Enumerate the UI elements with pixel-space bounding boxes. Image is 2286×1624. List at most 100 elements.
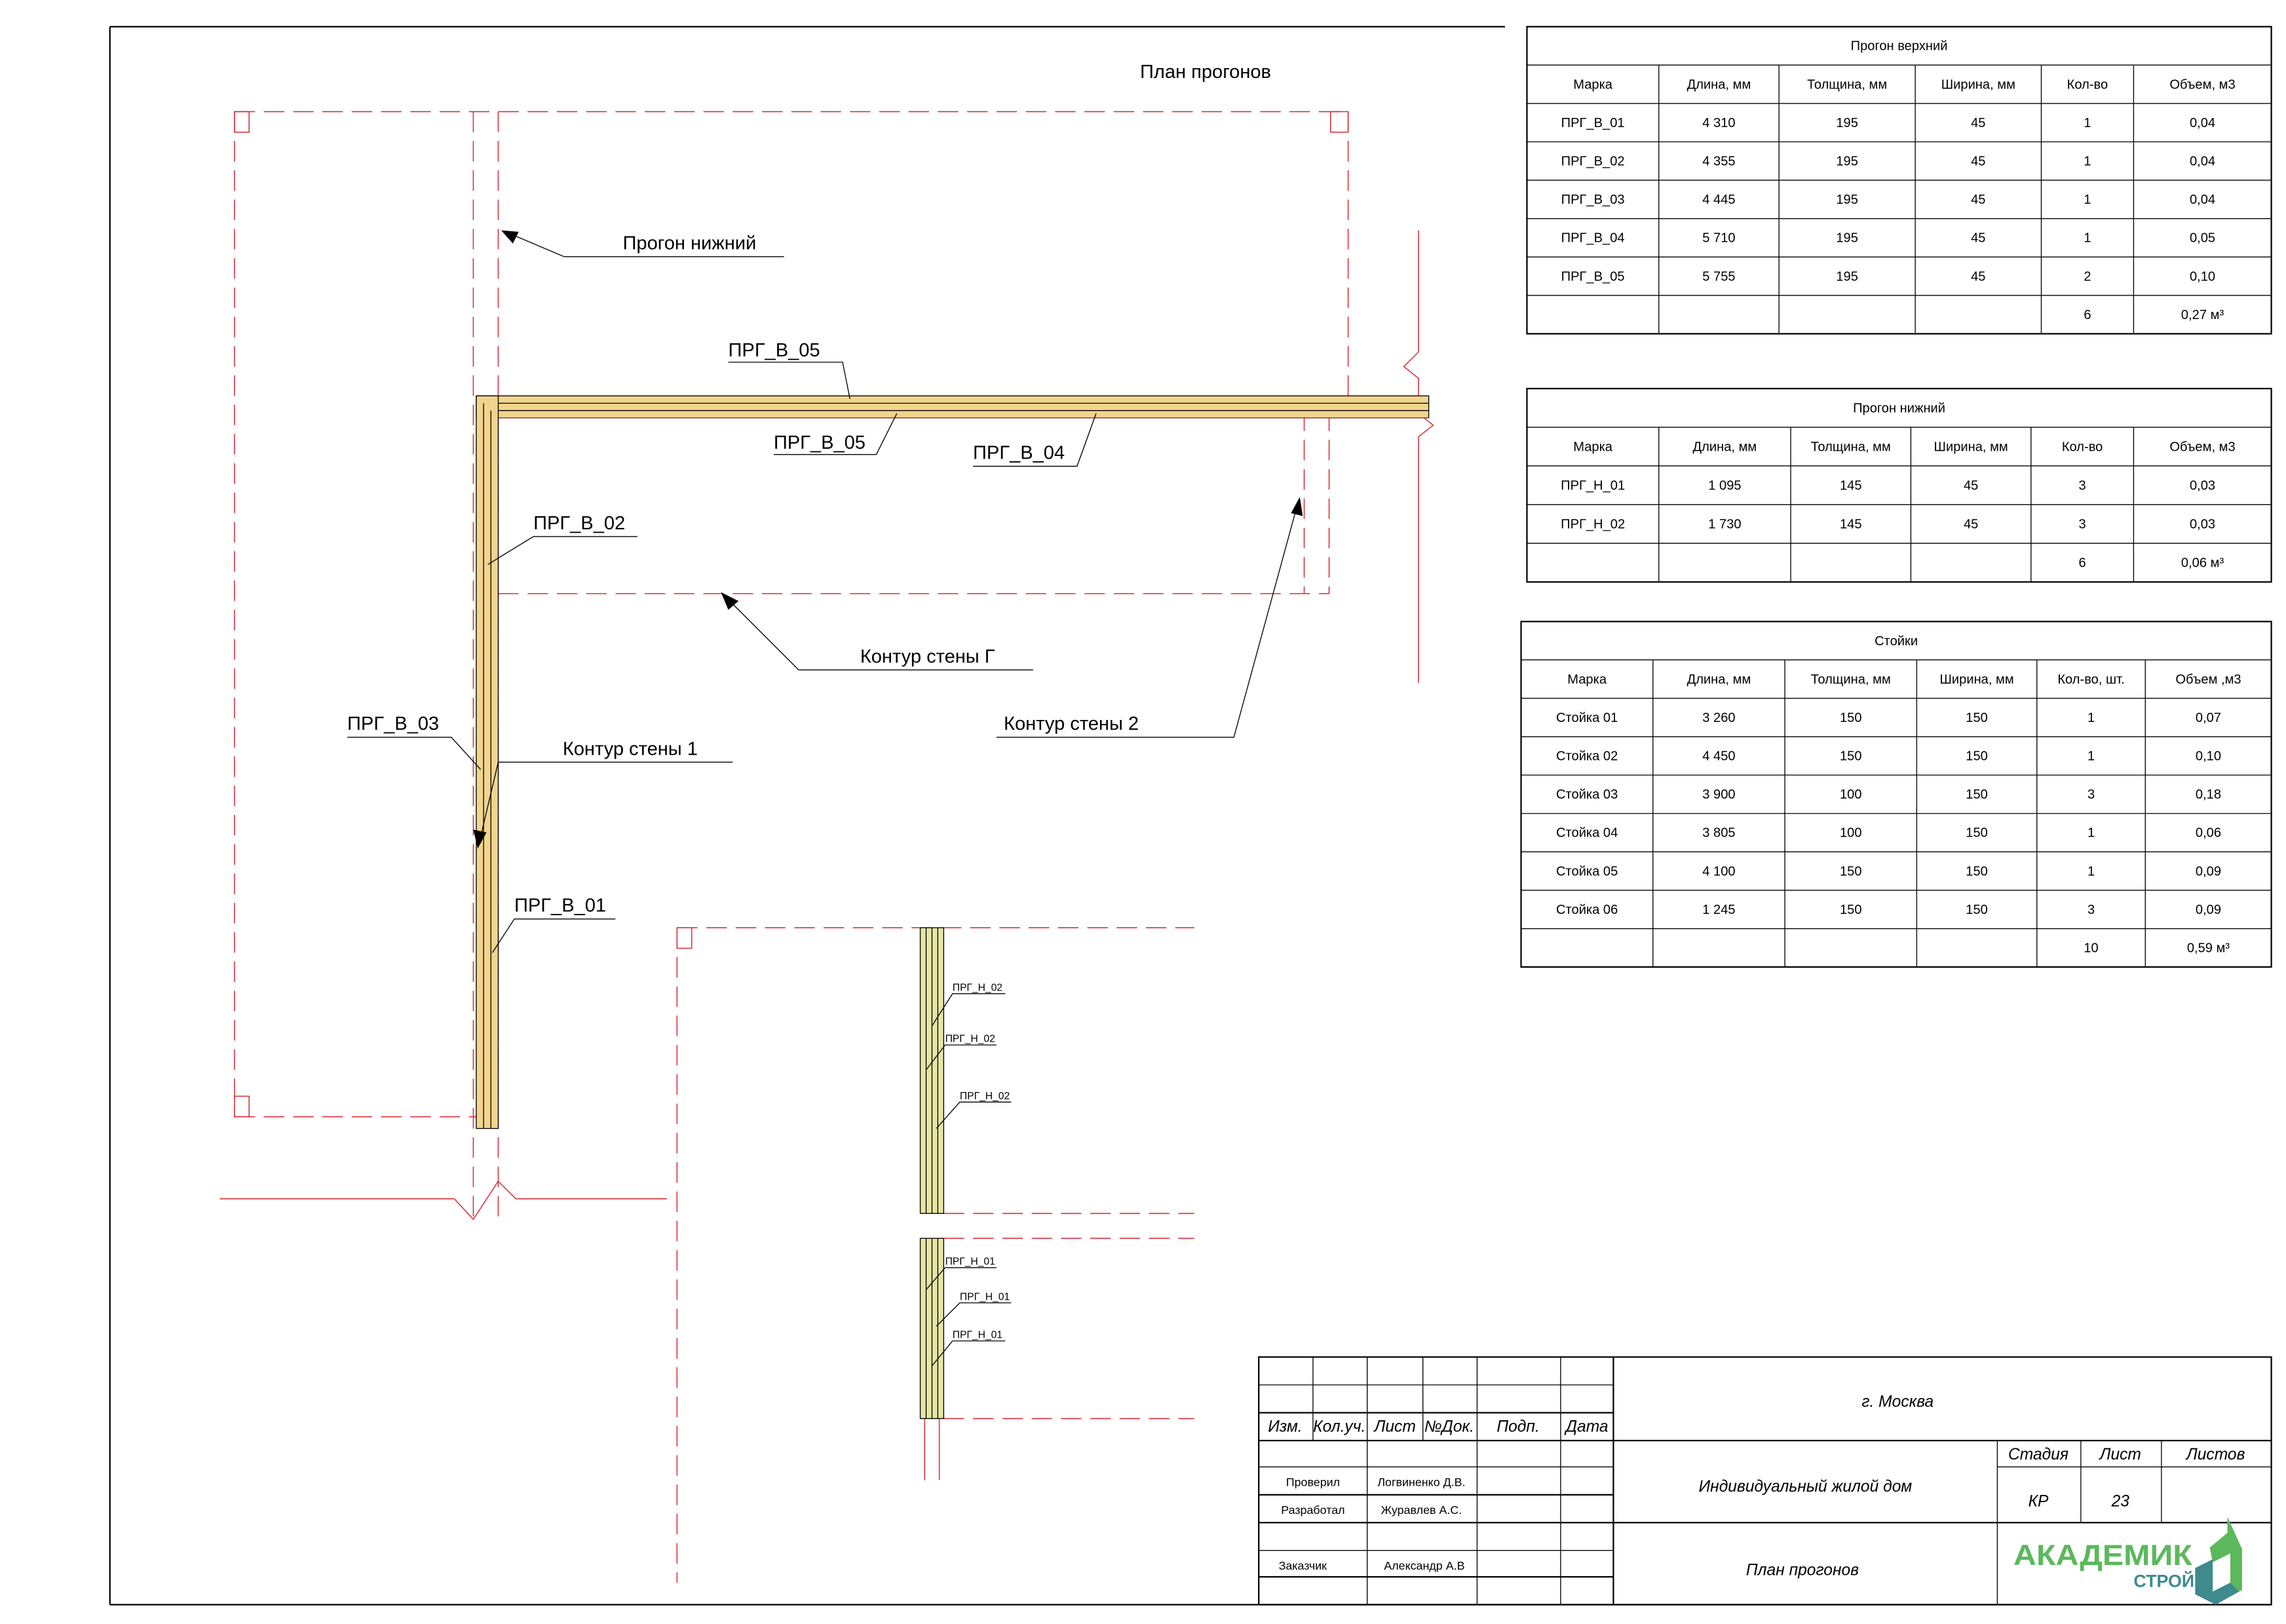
column-header: Объем ,м3: [2175, 672, 2241, 687]
table-cell: 0,05: [2190, 231, 2215, 246]
label-wall-1: Контур стены 1: [563, 738, 698, 759]
column-header: Ширина, мм: [1939, 672, 2013, 687]
column-header: Объем, м3: [2169, 77, 2235, 92]
customer-name: Александр А.В: [1384, 1559, 1464, 1572]
table-cell: 6: [2084, 308, 2091, 322]
upper-purlin-beams: [476, 395, 1430, 1129]
sheet-label: Лист: [2099, 1446, 2141, 1463]
table-cell: 150: [1966, 903, 1988, 917]
checked-label: Проверил: [1286, 1475, 1340, 1488]
table-cell: 1 095: [1708, 478, 1741, 493]
table-cell: 0,06 м³: [2181, 556, 2224, 571]
table-cell: 3 900: [1702, 787, 1735, 802]
table-cell: 195: [1836, 155, 1858, 169]
table-cell: 1: [2084, 193, 2091, 207]
table-cell: 0,10: [2190, 269, 2215, 284]
table-cell: 0,09: [2196, 903, 2221, 917]
table-cell: 1 245: [1702, 903, 1735, 917]
table-cell: 45: [1971, 193, 1985, 207]
header-date: Дата: [1564, 1418, 1609, 1436]
label-prg-v-05-bottom: ПРГ_В_05: [774, 432, 866, 453]
table-title: Стойки: [1875, 634, 1918, 649]
column-header: Длина, мм: [1687, 77, 1751, 92]
label-prg-n-01: ПРГ_Н_01: [953, 1329, 1002, 1340]
column-header: Ширина, мм: [1941, 77, 2015, 92]
header-kol-uch: Кол.уч.: [1313, 1418, 1365, 1436]
table-cell: 0,09: [2196, 864, 2221, 878]
table-cell: 4 310: [1702, 116, 1735, 130]
column-header: Толщина, мм: [1811, 440, 1891, 454]
table-cell: 150: [1966, 864, 1988, 878]
table-cell: Стойка 04: [1556, 826, 1618, 840]
column-header: Кол-во, шт.: [2057, 672, 2124, 687]
table-cell: 0,18: [2196, 787, 2221, 802]
table-cell: 3: [2079, 478, 2086, 493]
column-header: Ширина, мм: [1934, 440, 2008, 454]
company-logo: АКАДЕМИК СТРОЙ: [2013, 1517, 2242, 1605]
table-cell: 0,59 м³: [2187, 941, 2230, 956]
column-header: Длина, мм: [1693, 440, 1757, 454]
table-cell: 150: [1966, 711, 1988, 725]
table-cell: 100: [1840, 787, 1862, 802]
table-cell: 1: [2087, 711, 2095, 725]
table-cell: 150: [1966, 787, 1988, 802]
table-cell: 1: [2087, 864, 2095, 878]
table-cell: 1: [2084, 155, 2091, 169]
table-cell: 150: [1966, 749, 1988, 764]
table-cell: Стойка 06: [1556, 903, 1618, 917]
developed-name: Журавлев А.С.: [1381, 1503, 1462, 1517]
table-cell: 0,03: [2190, 478, 2215, 493]
table-cell: 6: [2079, 556, 2086, 571]
label-prg-v-04: ПРГ_В_04: [973, 442, 1065, 463]
table-total-row: 6 0,06 м³: [2079, 556, 2224, 571]
table-cell: 5 710: [1702, 231, 1735, 246]
header-doc-no: №Док.: [1424, 1418, 1474, 1436]
leader-lines: [347, 230, 1303, 1367]
wall-contours: [219, 111, 1434, 1583]
table-cell: 0,03: [2190, 518, 2215, 532]
table-cell: 1: [2087, 826, 2095, 840]
drawing-name: План прогонов: [1746, 1562, 1859, 1579]
project-name: Индивидуальный жилой дом: [1699, 1478, 1913, 1496]
logo-main-text: АКАДЕМИК: [2013, 1539, 2193, 1572]
checked-name: Логвиненко Д.В.: [1377, 1475, 1465, 1488]
table-cell: Стойка 01: [1556, 711, 1618, 725]
sheet-value: 23: [2111, 1493, 2130, 1511]
label-prg-n-01: ПРГ_Н_01: [960, 1291, 1010, 1302]
header-signature: Подп.: [1496, 1418, 1539, 1436]
logo-sub-text: СТРОЙ: [2133, 1571, 2194, 1591]
table-cell: 3 805: [1702, 826, 1735, 840]
table-title: Прогон нижний: [1853, 401, 1945, 415]
stage-label: Стадия: [2008, 1446, 2068, 1463]
table-cell: ПРГ_В_02: [1561, 155, 1625, 169]
column-header: Кол-во: [2062, 440, 2103, 454]
table-cell: 3 260: [1702, 711, 1735, 725]
table-cell: 0,04: [2190, 116, 2215, 130]
table-cell: 2: [2084, 269, 2091, 284]
table-total-row: 10 0,59 м³: [2084, 941, 2230, 956]
table-cell: ПРГ_Н_02: [1561, 518, 1625, 532]
table-cell: ПРГ_В_04: [1561, 231, 1625, 246]
label-prg-n-01: ПРГ_Н_01: [945, 1256, 995, 1268]
logo-house-icon: [2209, 1517, 2242, 1605]
table-cell: 10: [2084, 941, 2098, 956]
label-prg-n-02: ПРГ_Н_02: [960, 1091, 1010, 1102]
table-cell: 45: [1971, 116, 1985, 130]
table-cell: Стойка 03: [1556, 787, 1618, 802]
table-cell: 45: [1971, 231, 1985, 246]
table-cell: Стойка 02: [1556, 749, 1618, 764]
title-block: [1258, 1356, 2272, 1606]
label-prg-v-01: ПРГ_В_01: [514, 896, 606, 916]
table-cell: 0,10: [2196, 749, 2221, 764]
table-cell: ПРГ_В_01: [1561, 116, 1625, 130]
stage-value: КР: [2029, 1493, 2049, 1511]
table-cell: 1 730: [1708, 518, 1741, 532]
header-list: Лист: [1373, 1418, 1416, 1436]
sheets-label: Листов: [2185, 1446, 2245, 1463]
